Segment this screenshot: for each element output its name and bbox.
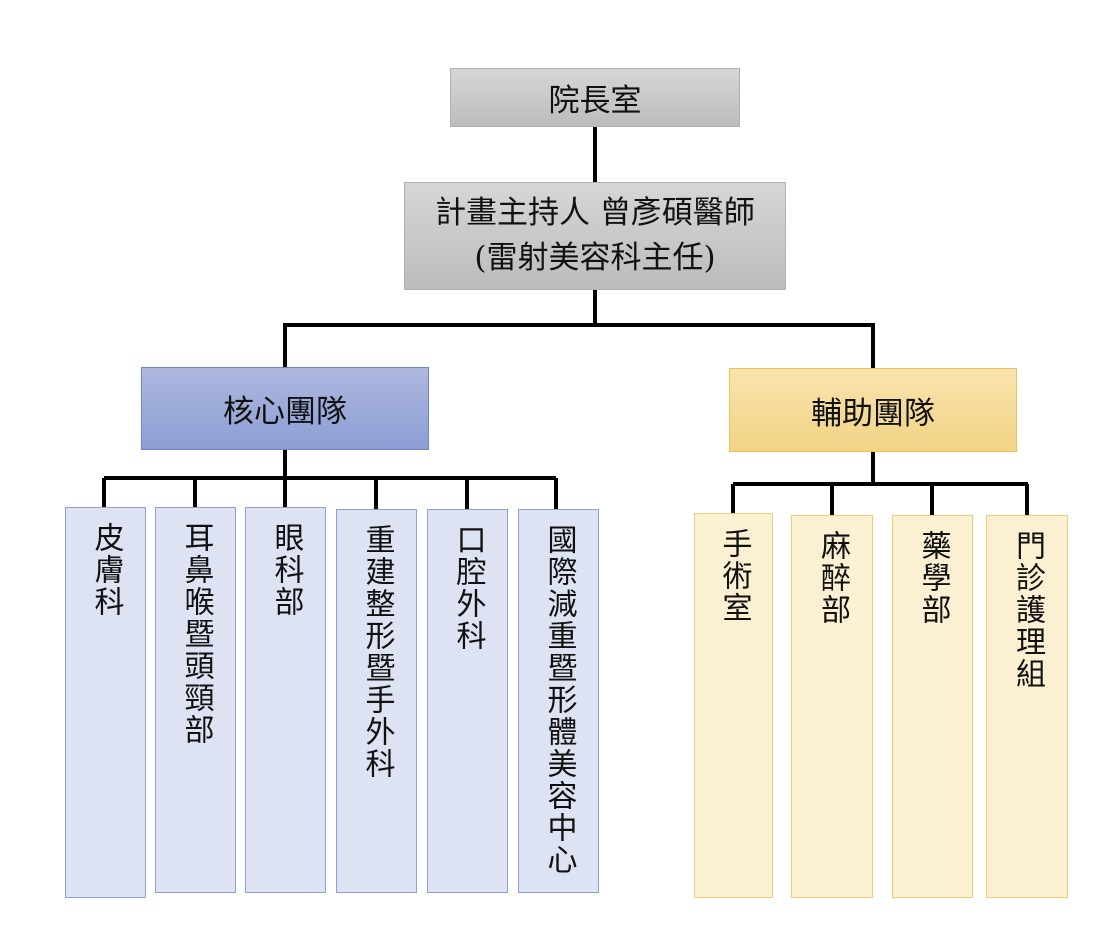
core-member-label: 皮膚科 (88, 522, 124, 618)
core-member-label: 耳鼻喉暨頭頸部 (178, 522, 214, 746)
core-team-node: 核心團隊 (141, 367, 429, 450)
support-member-node: 手術室 (694, 513, 773, 898)
connector-director-teams (283, 323, 875, 368)
root-label: 院長室 (548, 83, 642, 119)
core-member-label: 重建整形暨手外科 (359, 524, 395, 780)
core-member-node: 國際減重暨形體美容中心 (518, 509, 599, 893)
support-member-label: 門診護理組 (1010, 530, 1045, 690)
support-team-label: 輔助團隊 (811, 395, 935, 432)
root-node: 院長室 (450, 68, 740, 127)
core-member-node: 皮膚科 (65, 507, 146, 898)
core-member-node: 重建整形暨手外科 (336, 509, 417, 893)
core-member-node: 耳鼻喉暨頭頸部 (155, 507, 236, 893)
support-member-label: 麻醉部 (815, 530, 850, 626)
core-team-label: 核心團隊 (223, 394, 347, 430)
core-member-label: 眼科部 (268, 522, 304, 618)
core-member-label: 國際減重暨形體美容中心 (541, 524, 577, 876)
support-member-node: 麻醉部 (791, 515, 873, 898)
core-member-node: 口腔外科 (427, 509, 508, 893)
support-member-label: 藥學部 (915, 530, 951, 626)
support-member-node: 門診護理組 (986, 515, 1068, 898)
director-title: 計畫主持人 曾彥碩醫師 (435, 195, 755, 232)
director-subtitle: (雷射美容科主任) (474, 240, 716, 276)
support-team-node: 輔助團隊 (729, 368, 1017, 452)
support-member-label: 手術室 (716, 528, 752, 624)
core-member-node: 眼科部 (245, 507, 326, 893)
core-member-label: 口腔外科 (450, 524, 486, 652)
director-node: 計畫主持人 曾彥碩醫師 (雷射美容科主任) (404, 182, 786, 290)
support-member-node: 藥學部 (892, 515, 973, 898)
